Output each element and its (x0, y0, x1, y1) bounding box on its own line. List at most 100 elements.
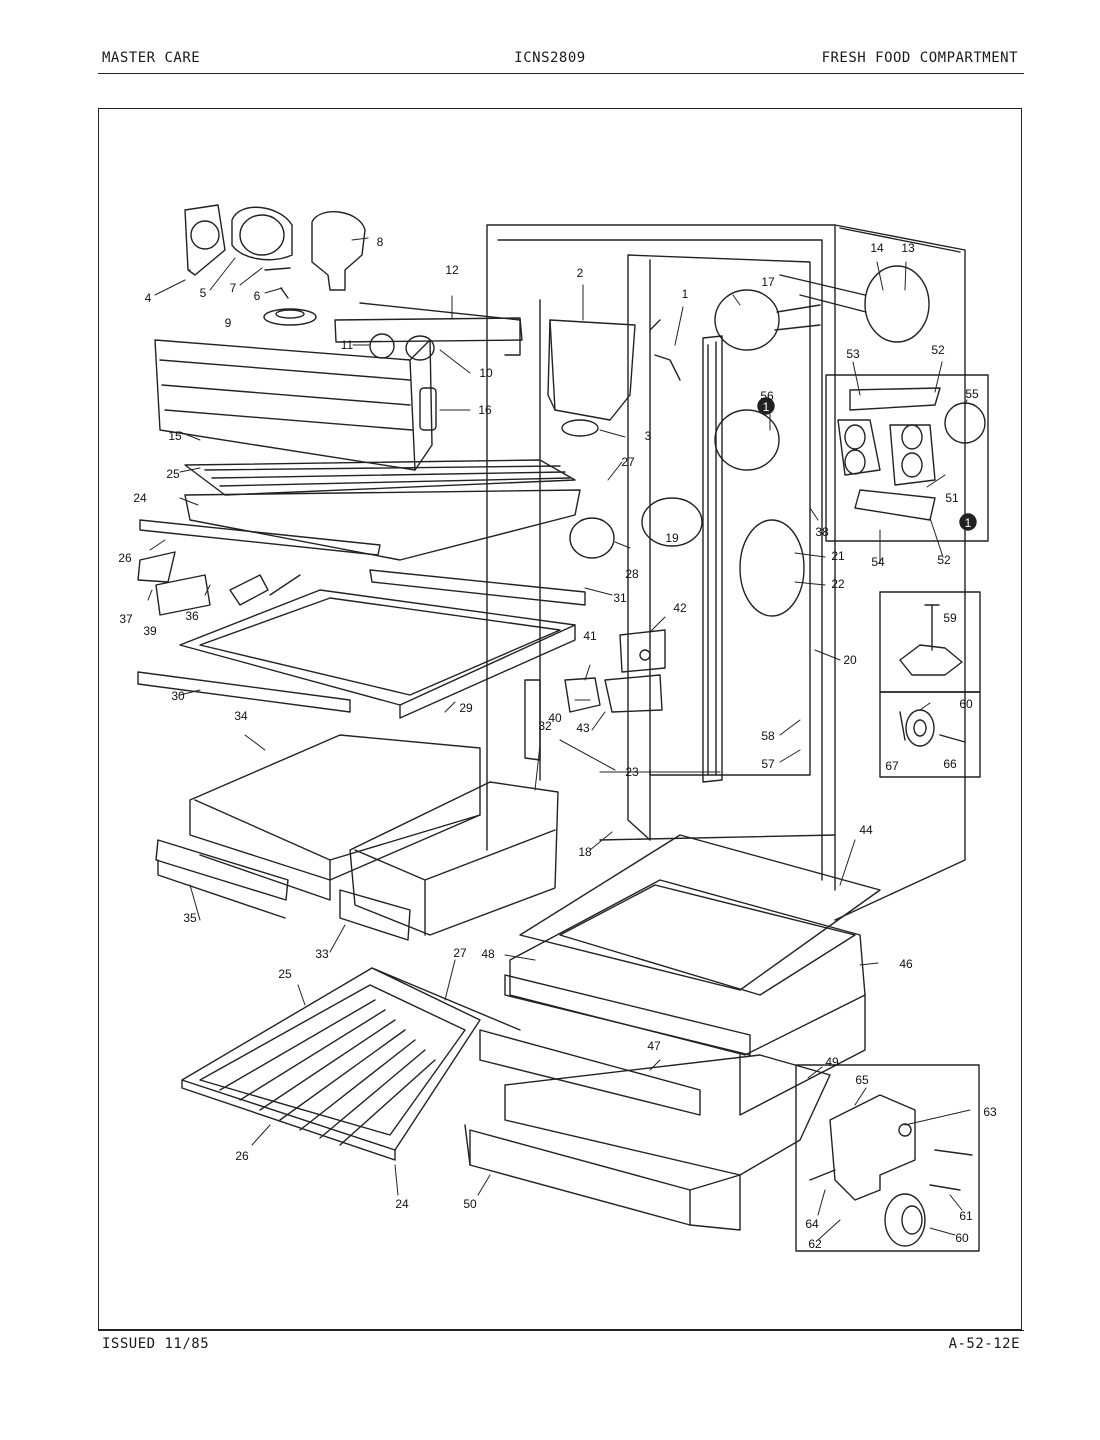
lower-pans (464, 1029, 831, 1231)
lower-shelf (181, 967, 521, 1161)
reference-markers: 1 1 (757, 397, 977, 531)
light-shield-parts (184, 204, 366, 326)
callout-52b: 52 (937, 553, 951, 567)
callout-37: 37 (119, 612, 133, 626)
callout-21: 21 (831, 549, 845, 563)
callout-8: 8 (377, 235, 384, 249)
callout-4: 4 (145, 291, 152, 305)
upper-shelf (139, 269, 581, 561)
callout-58: 58 (761, 729, 775, 743)
header-left: MASTER CARE (102, 50, 201, 66)
callout-35: 35 (183, 911, 197, 925)
footer-rule (98, 1330, 1024, 1331)
callout-40: 40 (548, 711, 562, 725)
callout-20: 20 (843, 653, 857, 667)
callout-47: 47 (647, 1039, 661, 1053)
callout-24b: 24 (395, 1197, 409, 1211)
callout-10: 10 (479, 366, 493, 380)
header-section-title: FRESH FOOD COMPARTMENT (821, 50, 1018, 66)
callout-25b: 25 (278, 967, 292, 981)
callout-17: 17 (761, 275, 775, 289)
diagram-frame (98, 108, 1022, 1330)
callout-52a: 52 (931, 343, 945, 357)
callout-27a: 27 (621, 455, 635, 469)
callout-13: 13 (901, 241, 915, 255)
callout-24a: 24 (133, 491, 147, 505)
footer-page-code: A-52-12E (948, 1336, 1020, 1352)
meat-pan (504, 834, 881, 1116)
callout-9: 9 (225, 316, 232, 330)
callout-1: 1 (682, 287, 689, 301)
callout-25a: 25 (166, 467, 180, 481)
leader-lines (147, 237, 971, 1241)
callout-42: 42 (673, 601, 687, 615)
callout-63: 63 (983, 1105, 997, 1119)
callout-34: 34 (234, 709, 248, 723)
callout-65: 65 (855, 1073, 869, 1087)
callout-60a: 60 (959, 697, 973, 711)
detail-bubbles (569, 265, 930, 617)
callout-11: 11 (341, 338, 354, 352)
callout-46: 46 (899, 957, 913, 971)
callout-55: 55 (965, 387, 979, 401)
slide-out-shelf (137, 569, 586, 761)
callout-56: 56 (760, 389, 774, 403)
callout-62: 62 (808, 1237, 822, 1251)
callout-41: 41 (583, 629, 597, 643)
callout-29: 29 (459, 701, 473, 715)
callout-64: 64 (805, 1217, 819, 1231)
callout-36: 36 (185, 609, 199, 623)
header-rule (98, 73, 1024, 74)
callout-27b: 27 (453, 946, 467, 960)
fan-cover-assembly (547, 319, 681, 437)
callout-28: 28 (625, 567, 639, 581)
callout-43: 43 (576, 721, 590, 735)
callout-26b: 26 (235, 1149, 249, 1163)
door-bin-detail-box (825, 374, 989, 542)
callout-67: 67 (885, 759, 899, 773)
callout-53: 53 (846, 347, 860, 361)
callout-15: 15 (168, 429, 182, 443)
callout-6: 6 (254, 289, 261, 303)
callout-44: 44 (859, 823, 873, 837)
callout-3: 3 (645, 429, 652, 443)
callout-38: 38 (815, 525, 829, 539)
callout-2: 2 (577, 266, 584, 280)
leveling-leg-box (879, 591, 981, 693)
callout-31: 31 (613, 591, 627, 605)
callout-12: 12 (445, 263, 459, 277)
callout-23: 23 (625, 765, 639, 779)
hinge-detail-box (795, 1064, 980, 1252)
callout-50: 50 (463, 1197, 477, 1211)
callout-5: 5 (200, 286, 207, 300)
control-housing (154, 302, 523, 471)
callout-48: 48 (481, 947, 495, 961)
callout-39: 39 (143, 624, 157, 638)
cabinet-liner (486, 224, 966, 921)
callout-51: 51 (945, 491, 959, 505)
callout-33: 33 (315, 947, 329, 961)
footer-issue-date: ISSUED 11/85 (102, 1336, 210, 1352)
callout-54: 54 (871, 555, 885, 569)
callout-26a: 26 (118, 551, 132, 565)
crisper-drawers (155, 734, 559, 941)
callout-18: 18 (578, 845, 592, 859)
callout-57: 57 (761, 757, 775, 771)
callout-30: 30 (171, 689, 185, 703)
marker-1a: 1 (763, 400, 770, 414)
callout-19: 19 (665, 531, 679, 545)
shelf-rail (702, 335, 723, 783)
marker-1b: 1 (965, 516, 972, 530)
callout-61: 61 (959, 1209, 973, 1223)
callout-16: 16 (478, 403, 492, 417)
callout-49: 49 (825, 1055, 839, 1069)
callout-32: 32 (538, 719, 552, 733)
header-model-number: ICNS2809 (514, 50, 586, 66)
callout-22: 22 (831, 577, 845, 591)
callout-60b: 60 (955, 1231, 969, 1245)
callout-7: 7 (230, 281, 237, 295)
callout-59: 59 (943, 611, 957, 625)
callout-66: 66 (943, 757, 957, 771)
